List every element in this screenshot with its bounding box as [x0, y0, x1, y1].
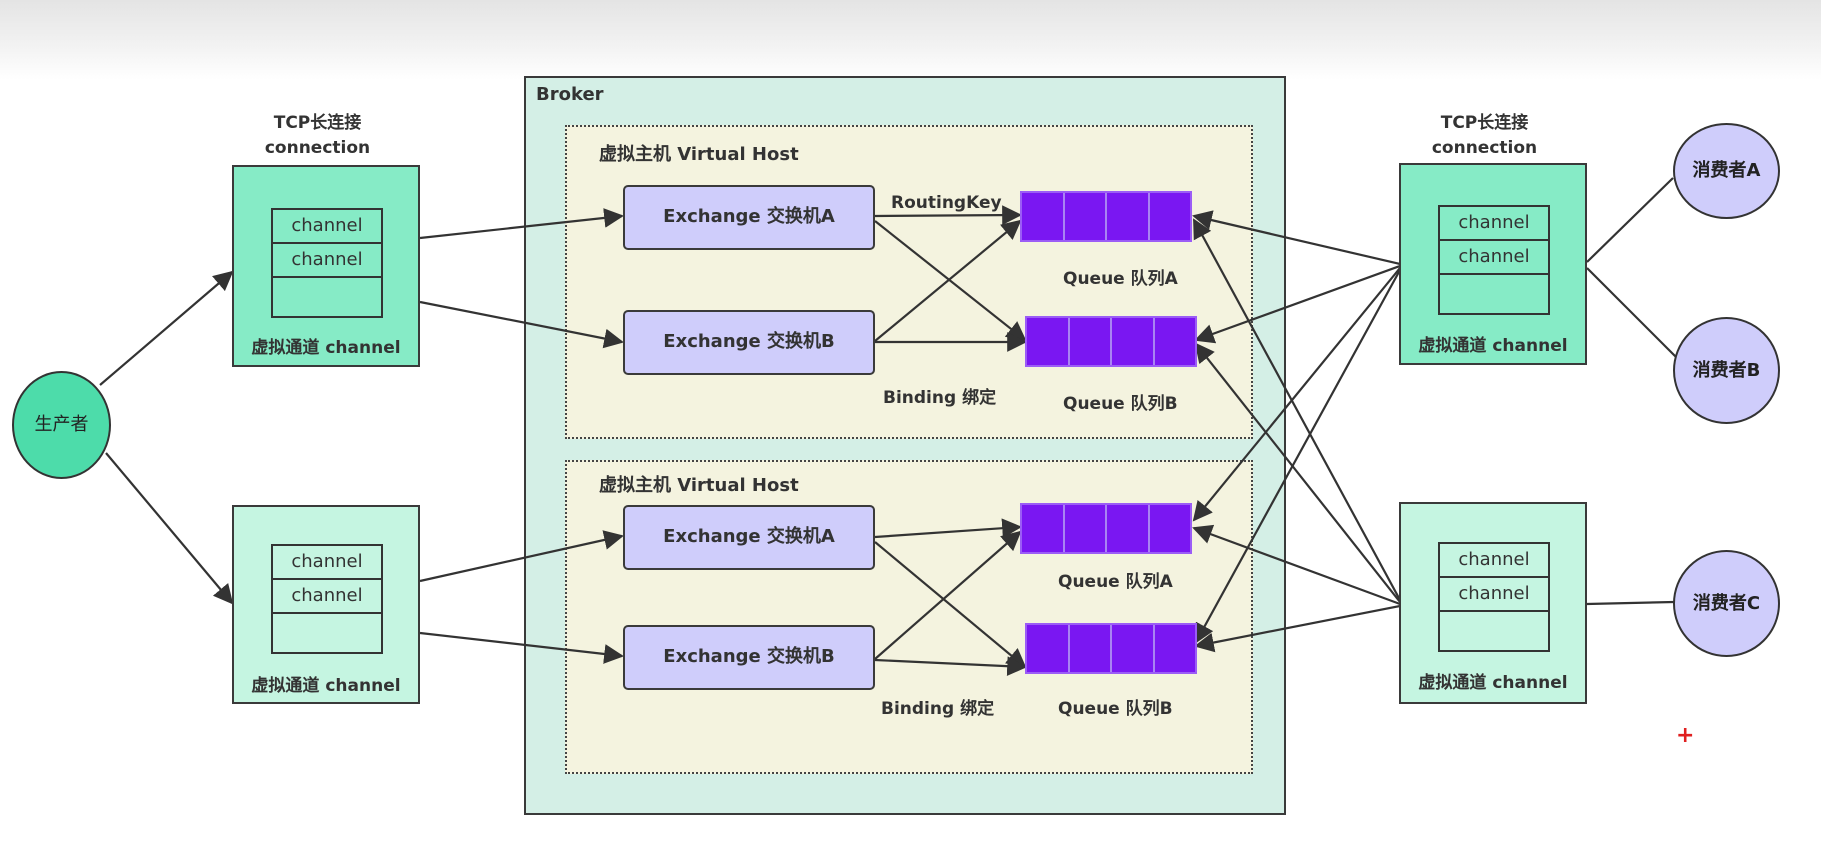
vhost-1-label: 虚拟主机 Virtual Host	[599, 144, 799, 165]
consumer-b-label: 消费者B	[1692, 360, 1761, 381]
right-connection-1-channels: channel channel	[1438, 205, 1550, 315]
right-connection-1-title: TCP长连接 connection	[1397, 111, 1572, 161]
left-connection-2[interactable]: channel channel 虚拟通道 channel	[232, 505, 420, 704]
queue-slot	[1070, 318, 1112, 365]
consumer-a-node[interactable]: 消费者A	[1673, 123, 1780, 219]
vhost-2-queue-b[interactable]	[1025, 623, 1197, 674]
channel-cell[interactable]: channel	[273, 210, 381, 244]
left-connection-2-footer: 虚拟通道 channel	[251, 676, 401, 696]
vhost-1-queue-b[interactable]	[1025, 316, 1197, 367]
right-connection-1-title-line2: connection	[1431, 138, 1538, 158]
queue-slot	[1112, 625, 1155, 672]
vhost-1-queue-a[interactable]	[1020, 191, 1192, 242]
queue-slot	[1150, 505, 1191, 552]
queue-slot	[1150, 193, 1191, 240]
right-connection-2-footer: 虚拟通道 channel	[1418, 673, 1568, 693]
queue-slot	[1027, 318, 1070, 365]
vhost-1-binding-label: Binding 绑定	[883, 388, 997, 408]
queue-slot	[1027, 625, 1070, 672]
channel-cell[interactable]	[273, 614, 381, 648]
queue-slot	[1065, 505, 1107, 552]
vhost-2-exchange-a[interactable]: Exchange 交换机A	[623, 505, 875, 570]
channel-cell[interactable]: channel	[1440, 207, 1548, 241]
left-connection-2-channels: channel channel	[271, 544, 383, 654]
vhost-2-queue-a-label: Queue 队列A	[1058, 572, 1173, 592]
left-connection-1-title-line2: connection	[264, 138, 371, 158]
channel-cell[interactable]: channel	[1440, 578, 1548, 612]
queue-slot	[1022, 193, 1065, 240]
consumer-c-node[interactable]: 消费者C	[1673, 550, 1780, 657]
vhost-2-binding-label: Binding 绑定	[881, 699, 995, 719]
consumer-a-label: 消费者A	[1692, 160, 1761, 181]
vhost-2-exchange-b[interactable]: Exchange 交换机B	[623, 625, 875, 690]
window-top-fade	[0, 0, 1821, 80]
right-connection-1[interactable]: channel channel 虚拟通道 channel	[1399, 163, 1587, 365]
queue-slot	[1107, 505, 1150, 552]
right-connection-2[interactable]: channel channel 虚拟通道 channel	[1399, 502, 1587, 704]
producer-label: 生产者	[34, 414, 89, 435]
producer-node[interactable]: 生产者	[12, 371, 111, 479]
left-connection-1-footer: 虚拟通道 channel	[251, 338, 401, 358]
left-connection-1-channels: channel channel	[271, 208, 383, 318]
consumer-b-node[interactable]: 消费者B	[1673, 317, 1780, 424]
routing-key-label: RoutingKey	[891, 193, 1002, 213]
vhost-2-queue-b-label: Queue 队列B	[1058, 699, 1173, 719]
vhost-1-exchange-b[interactable]: Exchange 交换机B	[623, 310, 875, 375]
left-connection-1-title: TCP长连接 connection	[230, 111, 405, 161]
queue-slot	[1155, 625, 1196, 672]
broker-label: Broker	[536, 84, 604, 105]
queue-slot	[1112, 318, 1155, 365]
right-connection-1-footer: 虚拟通道 channel	[1418, 336, 1568, 356]
channel-cell[interactable]: channel	[1440, 241, 1548, 275]
channel-cell[interactable]	[1440, 612, 1548, 646]
vhost-1: 虚拟主机 Virtual Host	[565, 125, 1253, 439]
right-connection-2-channels: channel channel	[1438, 542, 1550, 652]
consumer-c-label: 消费者C	[1692, 593, 1761, 614]
channel-cell[interactable]	[1440, 275, 1548, 309]
vhost-1-queue-b-label: Queue 队列B	[1063, 394, 1178, 414]
crosshair-plus-icon: +	[1676, 723, 1695, 748]
channel-cell[interactable]: channel	[273, 546, 381, 580]
channel-cell[interactable]	[273, 278, 381, 312]
right-connection-1-title-line1: TCP长连接	[1440, 113, 1529, 133]
queue-slot	[1022, 505, 1065, 552]
left-connection-1[interactable]: channel channel 虚拟通道 channel	[232, 165, 420, 367]
queue-slot	[1155, 318, 1196, 365]
vhost-2-queue-a[interactable]	[1020, 503, 1192, 554]
left-connection-1-title-line1: TCP长连接	[273, 113, 362, 133]
vhost-1-exchange-a[interactable]: Exchange 交换机A	[623, 185, 875, 250]
channel-cell[interactable]: channel	[1440, 544, 1548, 578]
vhost-1-queue-a-label: Queue 队列A	[1063, 269, 1178, 289]
queue-slot	[1065, 193, 1107, 240]
vhost-2-label: 虚拟主机 Virtual Host	[599, 475, 799, 496]
queue-slot	[1070, 625, 1112, 672]
queue-slot	[1107, 193, 1150, 240]
channel-cell[interactable]: channel	[273, 244, 381, 278]
channel-cell[interactable]: channel	[273, 580, 381, 614]
